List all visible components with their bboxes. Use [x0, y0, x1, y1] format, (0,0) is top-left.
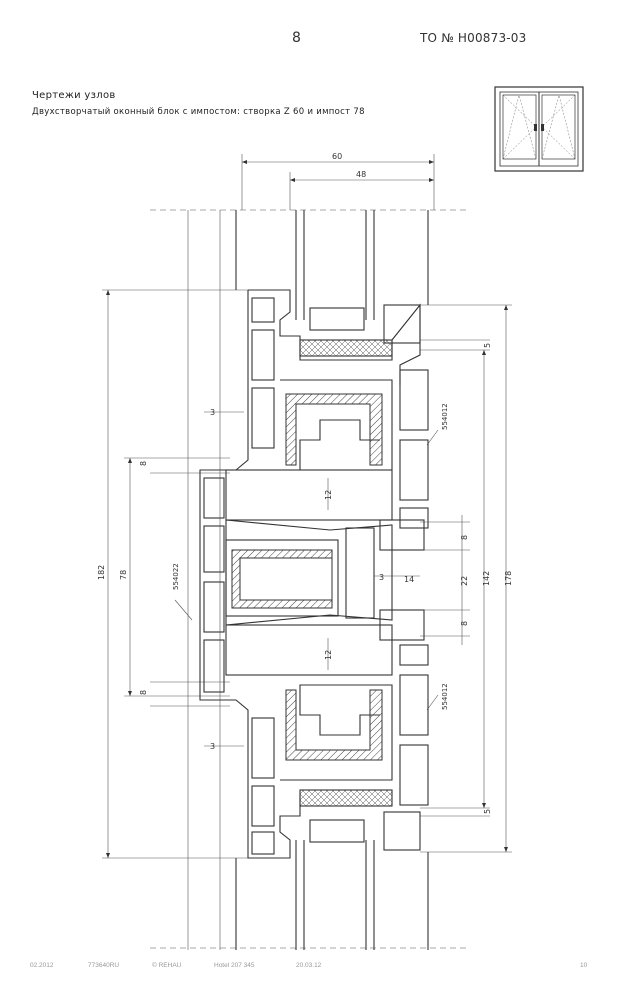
dim-offset-top-left: 8 — [139, 461, 148, 466]
dim-right-8-bottom: 8 — [460, 621, 469, 626]
dim-offset-bottom-left: 8 — [139, 690, 148, 695]
dim-small-3: 3 — [379, 573, 384, 582]
dim-total-left: 182 — [97, 565, 106, 580]
dim-right-5-bottom: 5 — [483, 809, 492, 814]
steel-reinforcements — [231, 393, 383, 761]
dim-gap-bottom: 12 — [324, 650, 333, 660]
dim-right-22: 22 — [460, 576, 469, 586]
footer-ref: Hotel 207 345 — [214, 962, 255, 969]
footer-brand: © REHAU — [152, 962, 182, 969]
dimension-lines — [102, 154, 512, 950]
page-number: 8 — [292, 30, 301, 46]
dim-width-outer: 60 — [332, 152, 342, 161]
dim-right-5-top: 5 — [483, 343, 492, 348]
footer-page: 10 — [580, 962, 588, 969]
dimension-arrows — [106, 160, 508, 858]
dim-gap-top: 12 — [324, 490, 333, 500]
footer-code: 773640RU — [88, 962, 120, 969]
dimension-labels: 60 48 182 78 8 8 3 3 12 12 3 14 5 5 8 22… — [97, 152, 513, 814]
frame-profile — [199, 210, 429, 950]
dim-right-178: 178 — [504, 571, 513, 586]
dim-wall-top: 3 — [210, 408, 215, 417]
code-center-left: 554022 — [172, 563, 180, 590]
doc-code: ТО № Н00873-03 — [420, 31, 527, 45]
footer-date: 02.2012 — [30, 962, 54, 969]
code-top-right: 554012 — [441, 403, 449, 430]
dim-right-142: 142 — [482, 571, 491, 586]
drawing-subtitle: Двухстворчатый оконный блок с импостом: … — [32, 107, 365, 117]
cross-section-drawing: 60 48 182 78 8 8 3 3 12 12 3 14 5 5 8 22… — [97, 152, 513, 950]
dim-right-8-top: 8 — [460, 535, 469, 540]
footer-date-2: 20.03.12 — [296, 962, 322, 969]
profile-codes: 554012 554022 554012 — [172, 403, 449, 710]
dim-small-14: 14 — [404, 575, 414, 584]
section-title: Чертежи узлов — [32, 90, 116, 101]
dim-mid-left: 78 — [119, 570, 128, 580]
dim-width-inner: 48 — [356, 170, 366, 179]
window-thumbnail — [494, 86, 584, 172]
dim-wall-bottom: 3 — [210, 742, 215, 751]
code-bottom-right: 554012 — [441, 683, 449, 710]
